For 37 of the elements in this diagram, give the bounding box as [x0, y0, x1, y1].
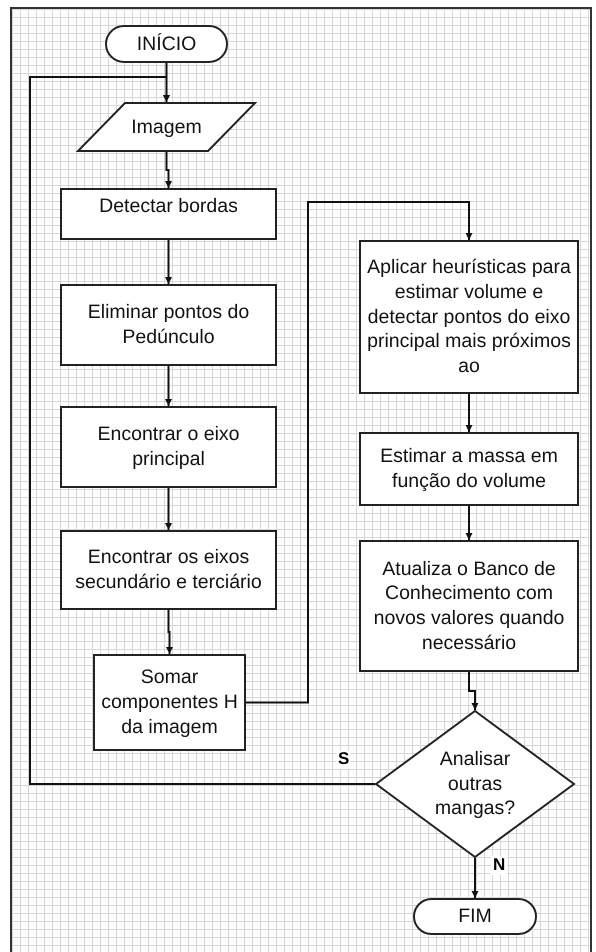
- input-parallelogram: [77, 102, 256, 152]
- process-box: [93, 654, 246, 751]
- arrow: [29, 76, 375, 785]
- terminal-shape: [105, 25, 228, 63]
- node-text: Encontrar o eixo principal: [96, 422, 240, 472]
- node-text: Analisar outras mangas?: [434, 746, 516, 822]
- node-text: Eliminar pontos do Pedúnculo: [86, 300, 250, 350]
- decision-diamond: [375, 710, 575, 858]
- arrow: [246, 201, 472, 704]
- process-box: [60, 406, 277, 488]
- process-box: [60, 188, 277, 240]
- node-text: Encontrar os eixos secundário e terciário: [74, 545, 263, 595]
- node-text: Somar componentes H da imagem: [100, 665, 239, 740]
- node-text: Aplicar heurísticas para estimar volume e detectar pontos do eixo principal mais próximos ao: [366, 255, 572, 379]
- arrow: [165, 488, 172, 530]
- node-text: Estimar a massa em função do volume: [379, 444, 559, 494]
- edge-label: N: [491, 856, 508, 875]
- node-text: Atualiza o Banco de Conhecimento com novos valores quando necessário: [372, 556, 566, 656]
- node-text: Detectar bordas: [98, 194, 239, 219]
- terminal-shape: [413, 898, 537, 935]
- node-text: FIM: [457, 904, 493, 929]
- arrow: [165, 152, 172, 188]
- process-box: [359, 540, 579, 672]
- node-text: Imagem: [130, 114, 203, 140]
- process-box: [359, 432, 579, 506]
- arrow: [165, 366, 172, 406]
- arrow: [466, 506, 472, 540]
- node-text: INÍCIO: [136, 32, 198, 56]
- arrow: [166, 610, 173, 654]
- process-box: [60, 284, 277, 366]
- arrow: [468, 672, 478, 710]
- edge-label: S: [336, 750, 352, 769]
- process-box: [359, 240, 579, 394]
- arrow: [165, 240, 172, 284]
- arrow: [466, 394, 472, 432]
- arrow: [472, 858, 478, 898]
- process-box: [60, 530, 277, 610]
